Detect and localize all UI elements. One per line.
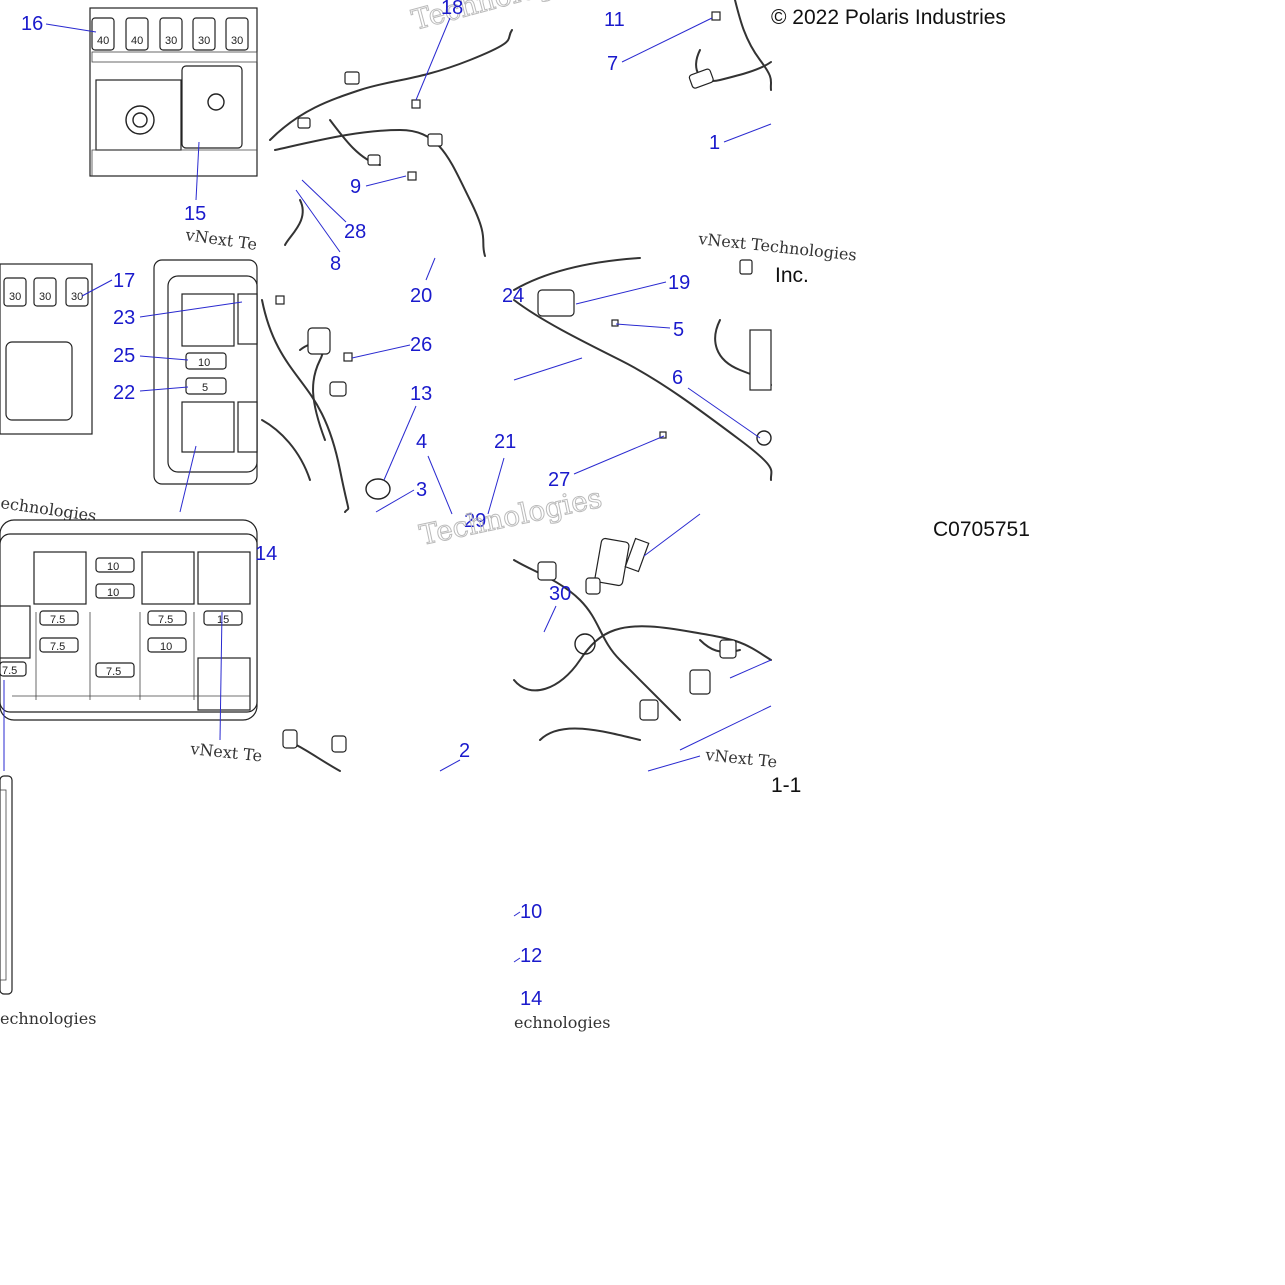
fuse-label: 15 [217, 614, 229, 626]
callout-20: 20 [410, 285, 432, 307]
fuse-row-top: 40 40 30 30 30 [91, 17, 249, 51]
harness-drawing-lower-right [513, 537, 772, 741]
fuse-label: 30 [231, 35, 243, 47]
fuse-label: 7.5 [2, 665, 17, 677]
fuse-label: 7.5 [158, 614, 173, 626]
callout-3: 3 [416, 479, 427, 501]
callout-1: 1 [709, 132, 720, 154]
harness-drawing-mid-center [261, 295, 391, 513]
copyright-text: © 2022 Polaris Industries [771, 6, 1006, 29]
power-distribution-module: 10 10 7.5 7.5 7.5 15 7.5 10 7.5 [0, 519, 258, 721]
callout-9: 9 [350, 176, 361, 198]
fuse-label: 30 [165, 35, 177, 47]
fuse-label: 30 [9, 291, 21, 303]
callout-11: 11 [604, 9, 625, 31]
fuse-label: 10 [198, 357, 210, 369]
fuse-label: 10 [107, 587, 119, 599]
watermark-text: vNext Technologies [697, 229, 858, 265]
harness-drawing-mid-right [513, 257, 773, 481]
fuse-label: 10 [160, 641, 172, 653]
fuse-label: 30 [198, 35, 210, 47]
fuse-box-top-detail: 40 40 30 30 30 [89, 7, 258, 177]
callout-30: 30 [549, 583, 571, 605]
callout-10: 10 [520, 901, 542, 923]
harness-drawing-top-right [688, 0, 773, 91]
watermark-text: vNext Te [704, 745, 779, 772]
callout-26: 26 [410, 334, 432, 356]
callout-14: 14 [520, 988, 542, 1010]
callout-12: 12 [520, 945, 542, 967]
callout-4: 4 [416, 431, 427, 453]
callout-17: 17 [113, 270, 135, 292]
callout-29: 29 [464, 510, 486, 532]
callout-13: 13 [410, 383, 432, 405]
fuse-label: 30 [39, 291, 51, 303]
fuse-label: 40 [131, 35, 143, 47]
callout-2: 2 [459, 740, 470, 762]
watermark-outline: Technologies [417, 481, 605, 552]
callout-14-partial: 14 [255, 543, 277, 565]
fuse-box-mid-detail: 30 30 30 10 5 [0, 259, 258, 485]
watermark-text: echnologies [0, 1009, 96, 1028]
fuse-label: 7.5 [106, 666, 121, 678]
harness-drawing-top-center [269, 29, 513, 257]
watermark-text: vNext Te [189, 739, 264, 766]
callout-23: 23 [113, 307, 135, 329]
fuse-label: 10 [107, 561, 119, 573]
callout-28: 28 [344, 221, 366, 243]
pdm-side-edge [0, 775, 13, 995]
watermark-text: echnologies [514, 1013, 610, 1032]
page-marker: 1-1 [771, 774, 801, 797]
callout-18: 18 [441, 0, 463, 19]
callout-21: 21 [494, 431, 516, 453]
callout-7: 7 [607, 53, 618, 75]
fuse-label: 40 [97, 35, 109, 47]
callout-6: 6 [672, 367, 683, 389]
callout-19: 19 [668, 272, 690, 294]
callout-24: 24 [502, 285, 524, 307]
callout-16: 16 [21, 13, 43, 35]
fuse-label: 7.5 [50, 614, 65, 626]
fuse-label: 30 [71, 291, 83, 303]
callout-25: 25 [113, 345, 135, 367]
callout-27: 27 [548, 469, 570, 491]
callout-22: 22 [113, 382, 135, 404]
watermark-outline: Technologies [408, 0, 596, 37]
callout-8: 8 [330, 253, 341, 275]
harness-drawing-lower-center [282, 729, 347, 772]
fuse-label: 5 [202, 382, 208, 394]
callout-15: 15 [184, 203, 206, 225]
copyright-suffix: Inc. [775, 264, 809, 287]
callout-5: 5 [673, 319, 684, 341]
figure-id: C0705751 [933, 518, 1030, 541]
fuse-label: 7.5 [50, 641, 65, 653]
watermark-text: vNext Te [183, 225, 258, 254]
